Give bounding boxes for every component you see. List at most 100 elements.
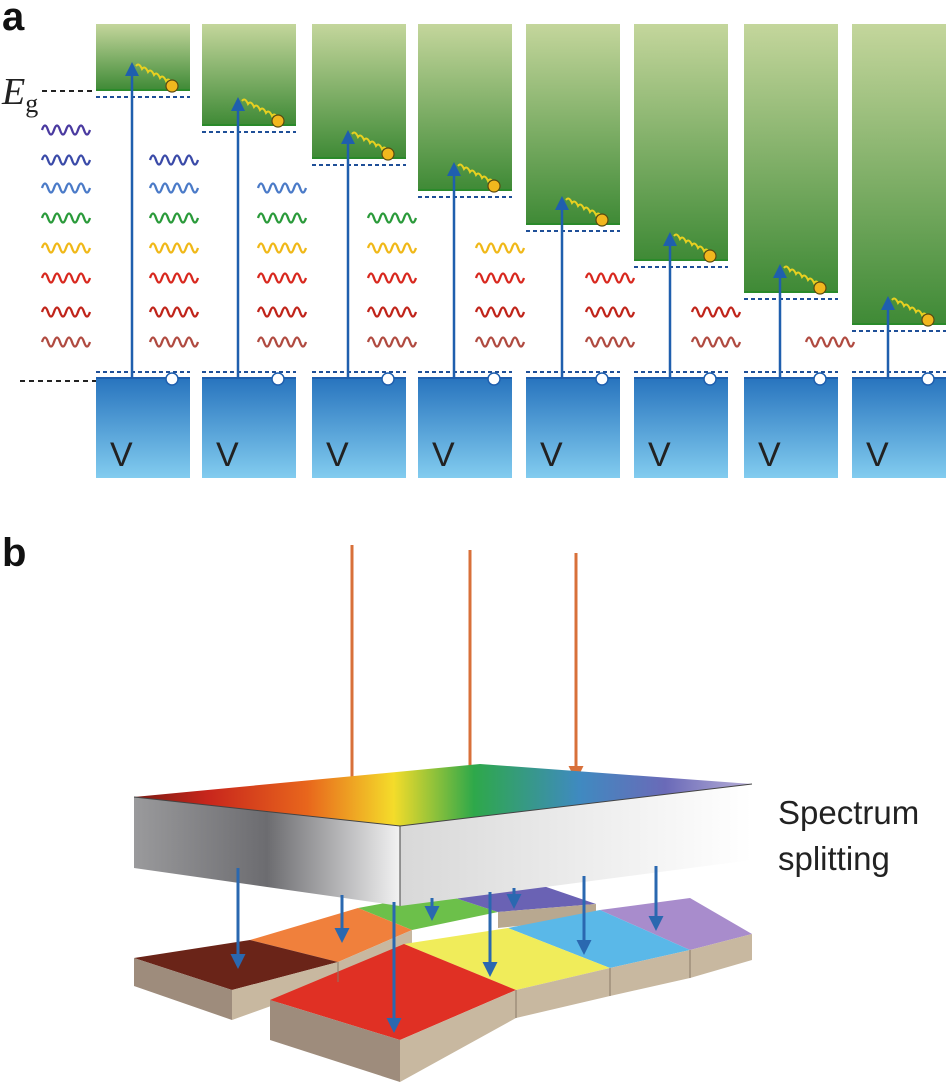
tile-side-left bbox=[134, 958, 232, 1020]
valence-band-label: V bbox=[216, 436, 239, 474]
valence-band-label: V bbox=[432, 436, 455, 474]
panel-a-letter: a bbox=[2, 0, 25, 39]
photon-wave bbox=[256, 242, 308, 254]
photon-wave bbox=[256, 182, 308, 194]
hole bbox=[165, 372, 179, 386]
spectrum-splitter bbox=[133, 764, 753, 906]
valence-band bbox=[852, 378, 946, 478]
photon-wave bbox=[474, 272, 526, 284]
photon-wave bbox=[584, 272, 636, 284]
photon-wave bbox=[366, 336, 418, 348]
thermalisation-wiggle bbox=[351, 131, 389, 153]
arrow-head bbox=[231, 97, 245, 111]
arrow-head bbox=[447, 162, 461, 176]
photon-wave bbox=[366, 306, 418, 318]
photon-wave bbox=[366, 212, 418, 224]
tile-purple-right bbox=[600, 898, 752, 950]
tile-yellow bbox=[404, 928, 610, 990]
electron bbox=[921, 313, 935, 327]
valence-band-label: V bbox=[540, 436, 563, 474]
photon-group bbox=[584, 272, 636, 348]
tile-side-back bbox=[498, 904, 596, 928]
solar-cell: V bbox=[634, 24, 728, 478]
solar-cell: V bbox=[418, 24, 512, 478]
photon-group bbox=[148, 154, 200, 348]
photon-wave bbox=[40, 212, 92, 224]
conduction-band bbox=[202, 24, 296, 125]
photon-groups bbox=[40, 124, 856, 348]
valence-band bbox=[634, 378, 728, 478]
arrow-head bbox=[341, 130, 355, 144]
photon-wave bbox=[148, 336, 200, 348]
conduction-band bbox=[418, 24, 512, 190]
photon-wave bbox=[256, 212, 308, 224]
photon-group bbox=[690, 306, 742, 348]
photon-group bbox=[256, 182, 308, 348]
photon-wave bbox=[148, 272, 200, 284]
conduction-band bbox=[312, 24, 406, 158]
valence-band bbox=[744, 378, 838, 478]
photon-wave bbox=[148, 182, 200, 194]
electron bbox=[813, 281, 827, 295]
incoming-light-arrows bbox=[344, 545, 584, 803]
solar-cell: V bbox=[744, 24, 838, 478]
tile-cyan bbox=[508, 910, 690, 968]
conduction-band bbox=[744, 24, 838, 292]
photon-wave bbox=[474, 306, 526, 318]
photon-wave bbox=[40, 124, 92, 136]
solar-cell: V bbox=[526, 24, 620, 478]
electron bbox=[487, 179, 501, 193]
thermalisation-wiggle bbox=[783, 265, 821, 287]
conduction-band bbox=[852, 24, 946, 324]
photon-wave bbox=[584, 336, 636, 348]
photon-wave bbox=[40, 306, 92, 318]
solar-cell: V bbox=[202, 24, 296, 478]
solar-cell: V bbox=[852, 24, 946, 478]
valence-band bbox=[526, 378, 620, 478]
photon-wave bbox=[690, 336, 742, 348]
arrow-head bbox=[881, 296, 895, 310]
photon-wave bbox=[40, 272, 92, 284]
thermalisation-wiggle bbox=[565, 197, 603, 219]
photon-wave bbox=[40, 182, 92, 194]
photon-wave bbox=[148, 306, 200, 318]
valence-band-label: V bbox=[326, 436, 349, 474]
arrow-head bbox=[663, 232, 677, 246]
valence-band bbox=[202, 378, 296, 478]
photon-wave bbox=[148, 212, 200, 224]
thermalisation-wiggle bbox=[673, 233, 711, 255]
thermalisation-wiggle bbox=[457, 163, 495, 185]
photon-wave bbox=[366, 242, 418, 254]
photon-group bbox=[474, 242, 526, 348]
photon-group bbox=[366, 212, 418, 348]
valence-band bbox=[312, 378, 406, 478]
splitter-label-line1: Spectrum bbox=[778, 794, 919, 831]
photon-group bbox=[804, 336, 856, 348]
splitter-label-line2: splitting bbox=[778, 840, 890, 877]
hole bbox=[487, 372, 501, 386]
arrow-head bbox=[125, 62, 139, 76]
eg-subscript: g bbox=[25, 89, 38, 118]
photon-wave bbox=[148, 242, 200, 254]
thermalisation-wiggle bbox=[135, 63, 173, 85]
thermalisation-wiggle bbox=[891, 297, 929, 319]
solar-cell: V bbox=[96, 24, 190, 478]
photon-wave bbox=[40, 336, 92, 348]
valence-band-label: V bbox=[758, 436, 781, 474]
electron bbox=[165, 79, 179, 93]
photon-wave bbox=[148, 154, 200, 166]
splitter-top-face bbox=[134, 764, 752, 826]
splitter-side-face bbox=[400, 784, 752, 906]
conduction-band bbox=[526, 24, 620, 224]
photon-wave bbox=[366, 272, 418, 284]
photon-wave bbox=[256, 306, 308, 318]
hole bbox=[813, 372, 827, 386]
photon-group bbox=[40, 124, 92, 348]
solar-cell: V bbox=[312, 24, 406, 478]
photon-wave bbox=[690, 306, 742, 318]
photon-wave bbox=[256, 336, 308, 348]
tile-front-right bbox=[400, 934, 752, 1082]
photon-wave bbox=[474, 242, 526, 254]
conduction-band bbox=[96, 24, 190, 90]
